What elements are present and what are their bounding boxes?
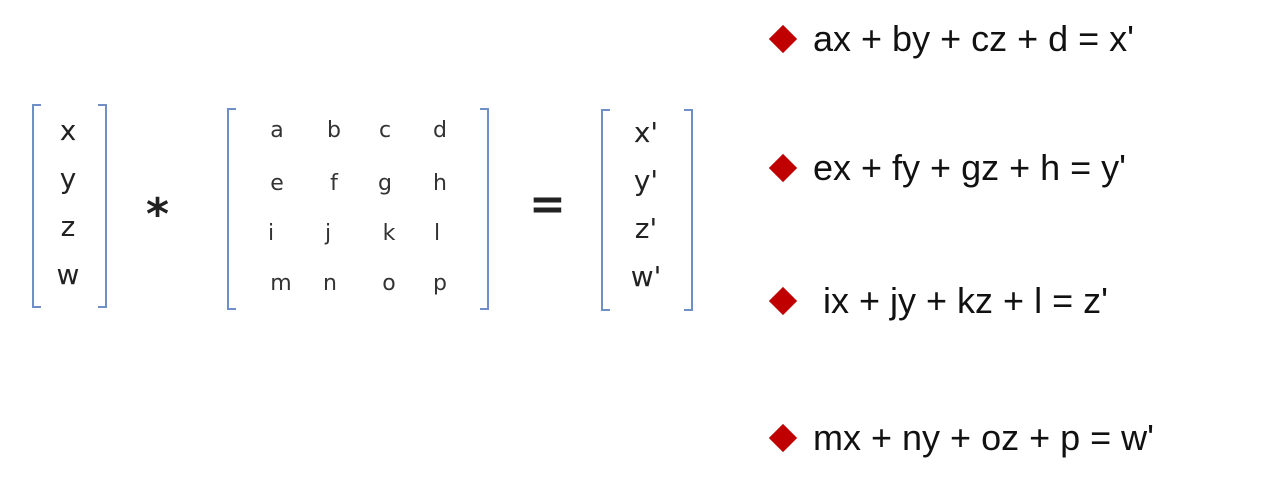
matrix-cell: a — [270, 118, 284, 143]
equals-symbol: = — [529, 179, 566, 230]
output-vector-entry: x' — [633, 116, 659, 149]
diamond-bullet-icon — [768, 423, 798, 453]
equation-row: ex + fy + gz + h = y' — [768, 147, 1127, 188]
input-vector-left-bracket — [32, 104, 41, 308]
matrix-cell: l — [433, 221, 441, 246]
equation-row: ax + by + cz + d = x' — [768, 18, 1135, 59]
matrix-cell: g — [378, 171, 392, 196]
matrix-cell: n — [323, 271, 337, 296]
matrix-cell: p — [433, 271, 447, 296]
input-vector-entry: x — [59, 114, 77, 147]
matrix-cell: o — [382, 271, 396, 296]
equation-text: mx + ny + oz + p = w' — [813, 417, 1155, 458]
equation-row: ix + jy + kz + l = z' — [768, 280, 1108, 321]
matrix-right-bracket — [480, 108, 489, 310]
matrix-cell: i — [267, 221, 275, 246]
equation-text: ax + by + cz + d = x' — [813, 18, 1135, 59]
matrix-cell: j — [324, 221, 332, 246]
matrix-cell: e — [270, 171, 284, 196]
diamond-bullet-icon — [768, 153, 798, 183]
input-vector-right-bracket — [98, 104, 107, 308]
output-vector-left-bracket — [601, 109, 610, 311]
equation-text: ix + jy + kz + l = z' — [813, 280, 1108, 321]
matrix-cell: c — [378, 118, 392, 143]
matrix-cell: f — [330, 171, 338, 196]
matrix-cell: b — [327, 118, 341, 143]
output-vector-entry: y' — [633, 164, 659, 197]
matrix-cell: m — [270, 271, 292, 296]
input-vector-entry: y — [59, 162, 77, 195]
matrix-left-bracket — [227, 108, 236, 310]
diamond-bullet-icon — [768, 24, 798, 54]
equation-text: ex + fy + gz + h = y' — [813, 147, 1127, 188]
matrix-cell: k — [382, 221, 396, 246]
input-vector-entry: w — [56, 258, 80, 291]
diamond-bullet-icon — [768, 286, 798, 316]
matrix-cell: h — [433, 171, 447, 196]
equation-row: mx + ny + oz + p = w' — [768, 417, 1155, 458]
output-vector-entry: w' — [630, 260, 662, 293]
input-vector-entry: z — [60, 210, 76, 243]
matrix-cell: d — [433, 118, 447, 143]
output-vector-entry: z' — [634, 212, 658, 245]
output-vector-right-bracket — [684, 109, 693, 311]
multiply-symbol: * — [146, 189, 170, 240]
